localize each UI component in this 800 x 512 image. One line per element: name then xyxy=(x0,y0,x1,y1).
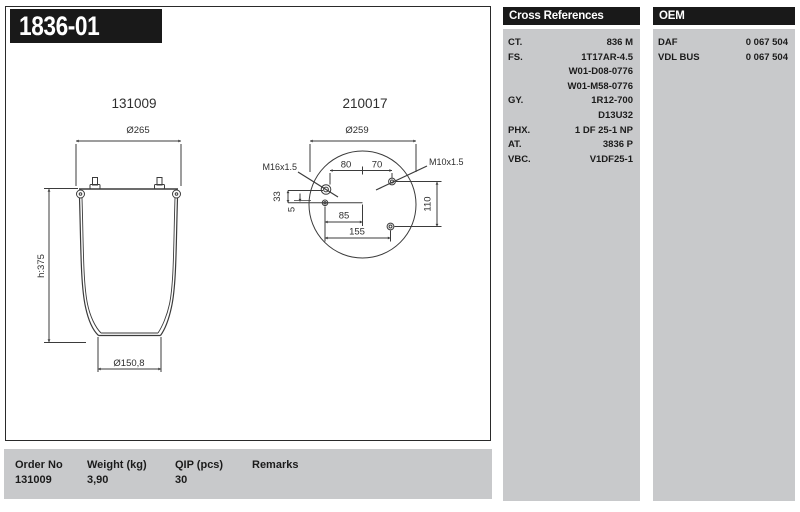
cross-reference-row: VBC.V1DF25-1 xyxy=(508,153,633,165)
cross-reference-row: D13U32 xyxy=(598,109,633,121)
cross-references-panel: Cross References CT.836 M FS.1T17AR-4.5 … xyxy=(503,7,640,501)
svg-text:Ø150,8: Ø150,8 xyxy=(113,358,144,369)
bellows-outline xyxy=(76,177,181,337)
svg-text:Ø265: Ø265 xyxy=(126,125,149,136)
qip-header: QIP (pcs) xyxy=(175,459,224,471)
stud-right xyxy=(156,177,163,186)
technical-drawing: 131009 Ø265 h:375 Ø150,8 xyxy=(36,96,464,372)
left-view-title: 131009 xyxy=(111,96,156,111)
dimension-33: 33 xyxy=(272,190,323,203)
svg-text:110: 110 xyxy=(423,196,434,211)
m10-hole: M10x1.5 xyxy=(375,157,464,191)
cross-reference-row: CT.836 M xyxy=(508,37,633,48)
order-table: Order No Weight (kg) QIP (pcs) Remarks 1… xyxy=(4,449,492,499)
svg-text:5: 5 xyxy=(287,207,298,212)
drawing-frame xyxy=(5,6,491,441)
plate-circle xyxy=(308,150,417,259)
order-no-header: Order No xyxy=(15,459,63,471)
dimension-80-70: 80 70 xyxy=(329,160,393,185)
part-number: 1836-01 xyxy=(19,10,100,41)
weight-header: Weight (kg) xyxy=(87,459,147,471)
dimension-110: 110 xyxy=(394,181,442,227)
right-view-title: 210017 xyxy=(342,96,387,111)
svg-text:155: 155 xyxy=(349,227,365,238)
cross-reference-row: PHX.1 DF 25-1 NP xyxy=(508,124,633,136)
svg-text:70: 70 xyxy=(372,160,383,171)
dimension-bottom-diameter: Ø150,8 xyxy=(97,337,162,372)
dimension-height: h:375 xyxy=(36,188,86,343)
air-port-hole xyxy=(288,199,363,207)
bead-left xyxy=(76,189,85,199)
m16-hole: M16x1.5 xyxy=(262,162,339,198)
dimension-155: 155 xyxy=(324,226,391,242)
cross-reference-row: W01-D08-0776 xyxy=(568,66,633,78)
m10-label: M10x1.5 xyxy=(429,157,464,167)
dimension-plate-diameter: Ø259 xyxy=(309,125,417,172)
cross-references-body: CT.836 M FS.1T17AR-4.5 W01-D08-0776 W01-… xyxy=(503,29,640,501)
svg-text:Ø259: Ø259 xyxy=(345,125,368,136)
cross-reference-row: AT.3836 P xyxy=(508,139,633,151)
cross-reference-row: FS.1T17AR-4.5 xyxy=(508,51,633,63)
cross-reference-row: GY.1R12-700 xyxy=(508,95,633,107)
qip-value: 30 xyxy=(175,474,188,486)
dimension-5: 5 xyxy=(287,193,311,212)
remarks-header: Remarks xyxy=(252,459,299,471)
cross-reference-row: W01-M58-0776 xyxy=(567,80,633,92)
oem-header: OEM xyxy=(653,7,795,25)
right-view: 210017 Ø259 80 70 M16x1.5 xyxy=(262,96,464,259)
order-table-header-row: Order No Weight (kg) QIP (pcs) Remarks xyxy=(15,458,492,473)
order-no-value: 131009 xyxy=(15,474,52,486)
dimension-top-diameter: Ø265 xyxy=(75,125,182,186)
svg-text:85: 85 xyxy=(339,211,350,222)
stud-left xyxy=(92,177,98,186)
order-table-value-row: 131009 3,90 30 xyxy=(15,473,492,488)
remarks-value xyxy=(252,473,492,488)
lower-right-hole xyxy=(386,222,395,231)
dimension-85: 85 xyxy=(324,204,363,226)
weight-value: 3,90 xyxy=(87,474,109,486)
cross-references-header: Cross References xyxy=(503,7,640,25)
left-view: 131009 Ø265 h:375 Ø150,8 xyxy=(36,96,182,372)
svg-text:h:375: h:375 xyxy=(36,254,47,278)
m16-label: M16x1.5 xyxy=(262,162,297,172)
svg-text:80: 80 xyxy=(341,160,352,171)
svg-text:33: 33 xyxy=(272,191,283,202)
bead-right xyxy=(172,189,181,199)
part-number-banner: 1836-01 xyxy=(10,9,162,43)
